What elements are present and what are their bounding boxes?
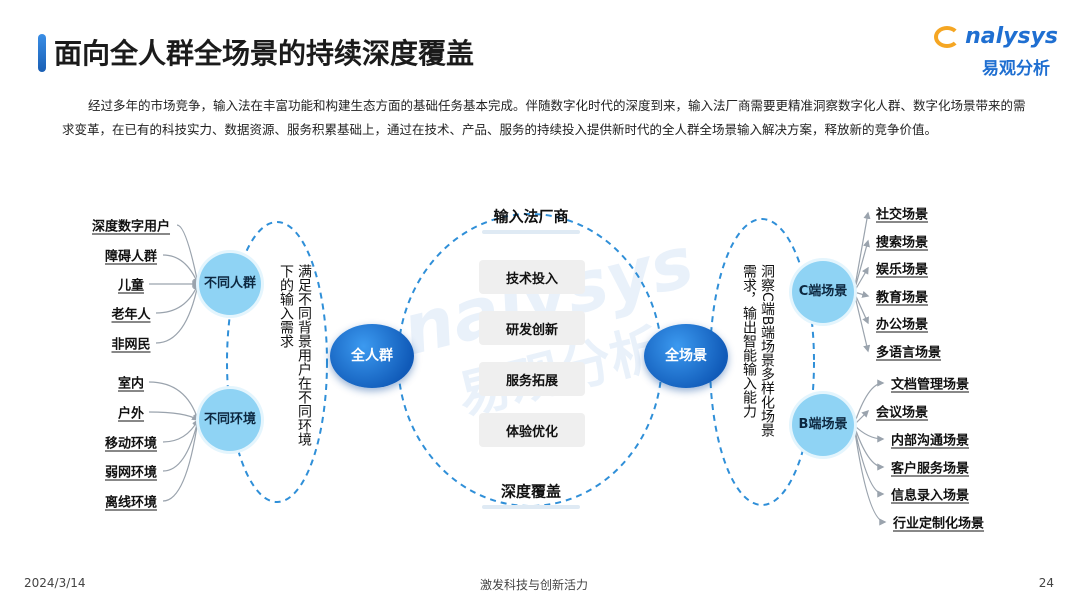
all-scene-hub: 全场景: [644, 324, 728, 388]
footer-page-number: 24: [1038, 576, 1054, 590]
left-env_items-label-4: 弱网环境: [104, 465, 158, 481]
title-accent-bar: [38, 34, 46, 72]
right-b_items-connector-3: [853, 424, 885, 443]
c-end-circle: C端场景: [792, 261, 854, 323]
center-item-4: 体验优化: [479, 413, 585, 447]
left-env_items-connector-1: [148, 381, 200, 422]
crowd-circle: 不同人群: [199, 253, 261, 315]
left-dashed-ellipse: [226, 221, 328, 503]
center-item-1: 技术投入: [479, 260, 585, 294]
left-env_items-connector-2: [148, 411, 200, 421]
footer-date: 2024/3/14: [24, 576, 86, 590]
right-c_items-connector-2: [853, 239, 870, 293]
right-c_items-connector-1: [853, 211, 871, 293]
center-dashed-ellipse: [397, 213, 663, 507]
environment-circle: 不同环境: [199, 389, 261, 451]
all-crowd-hub: 全人群: [330, 324, 414, 388]
center-bottom-underline: [482, 505, 580, 509]
left-crowd_items-label-2: 障碍人群: [104, 249, 158, 265]
right-b_items-connector-4: [853, 424, 885, 471]
right-b_items-connector-5: [853, 424, 885, 498]
right-vertical-text-2: 需求，输出智能输入能力: [741, 264, 757, 418]
left-env_items-label-1: 室内: [117, 376, 145, 392]
right-b_items-label-5: 信息录入场景: [891, 488, 970, 504]
left-crowd_items-connector-1: [176, 224, 201, 286]
logo-arc-icon: [934, 26, 960, 48]
left-crowd_items-label-4: 老年人: [111, 307, 151, 323]
right-b_items-connector-1: [853, 379, 885, 426]
left-crowd_items-label-5: 非网民: [111, 337, 151, 353]
intro-paragraph: 经过多年的市场竞争，输入法在丰富功能和构建生态方面的基础任务基本完成。伴随数字化…: [62, 98, 1026, 137]
logo-wordmark: nalysys: [965, 24, 1058, 49]
left-vertical-text-1: 满足不同背景用户在不同环境: [296, 264, 312, 446]
right-b_items-label-1: 文档管理场景: [891, 377, 970, 393]
right-c_items-label-1: 社交场景: [876, 207, 929, 223]
left-crowd_items-label-3: 儿童: [117, 278, 145, 294]
right-c_items-label-5: 办公场景: [876, 317, 929, 333]
right-c_items-label-4: 教育场景: [876, 290, 929, 306]
right-c_items-connector-4: [853, 290, 870, 298]
center-bottom-label: 深度覆盖: [500, 482, 562, 501]
right-b_items-connector-2: [853, 409, 870, 426]
right-b_items-label-6: 行业定制化场景: [893, 516, 985, 532]
right-b_items-label-3: 内部沟通场景: [891, 433, 970, 449]
right-b_items-connector-6: [853, 424, 887, 526]
right-vertical-text-1: 洞察C端B端场景多样化场景: [759, 264, 775, 438]
right-c_items-label-6: 多语言场景: [876, 345, 942, 361]
right-c_items-label-3: 娱乐场景: [876, 262, 929, 278]
page-title: 面向全人群全场景的持续深度覆盖: [54, 37, 475, 70]
right-c_items-label-2: 搜索场景: [876, 235, 929, 251]
left-crowd_items-connector-5: [155, 282, 201, 344]
right-c_items-connector-3: [853, 266, 869, 293]
right-c_items-connector-6: [853, 291, 871, 353]
footer-slogan: 激发科技与创新活力: [480, 578, 589, 592]
right-c_items-connector-5: [853, 291, 869, 325]
center-top-label: 输入法厂商: [493, 207, 569, 226]
left-crowd_items-label-1: 深度数字用户: [91, 219, 171, 235]
center-top-underline: [482, 230, 580, 234]
left-env_items-label-3: 移动环境: [104, 436, 158, 452]
center-item-2: 研发创新: [479, 311, 585, 345]
left-env_items-connector-5: [162, 418, 201, 502]
left-env_items-label-5: 离线环境: [104, 495, 158, 511]
left-env_items-label-2: 户外: [117, 406, 145, 422]
logo-chinese: 易观分析: [982, 59, 1050, 79]
left-crowd_items-connector-2: [162, 254, 200, 286]
left-vertical-text-2: 下的输入需求: [278, 264, 294, 348]
fan-connectors: [148, 211, 887, 526]
right-b_items-label-4: 客户服务场景: [891, 461, 970, 477]
center-item-3: 服务拓展: [479, 362, 585, 396]
right-b_items-label-2: 会议场景: [876, 405, 929, 421]
b-end-circle: B端场景: [792, 394, 854, 456]
left-env_items-connector-4: [162, 418, 201, 472]
brand-logo: nalysys 易观分析: [934, 24, 1058, 82]
